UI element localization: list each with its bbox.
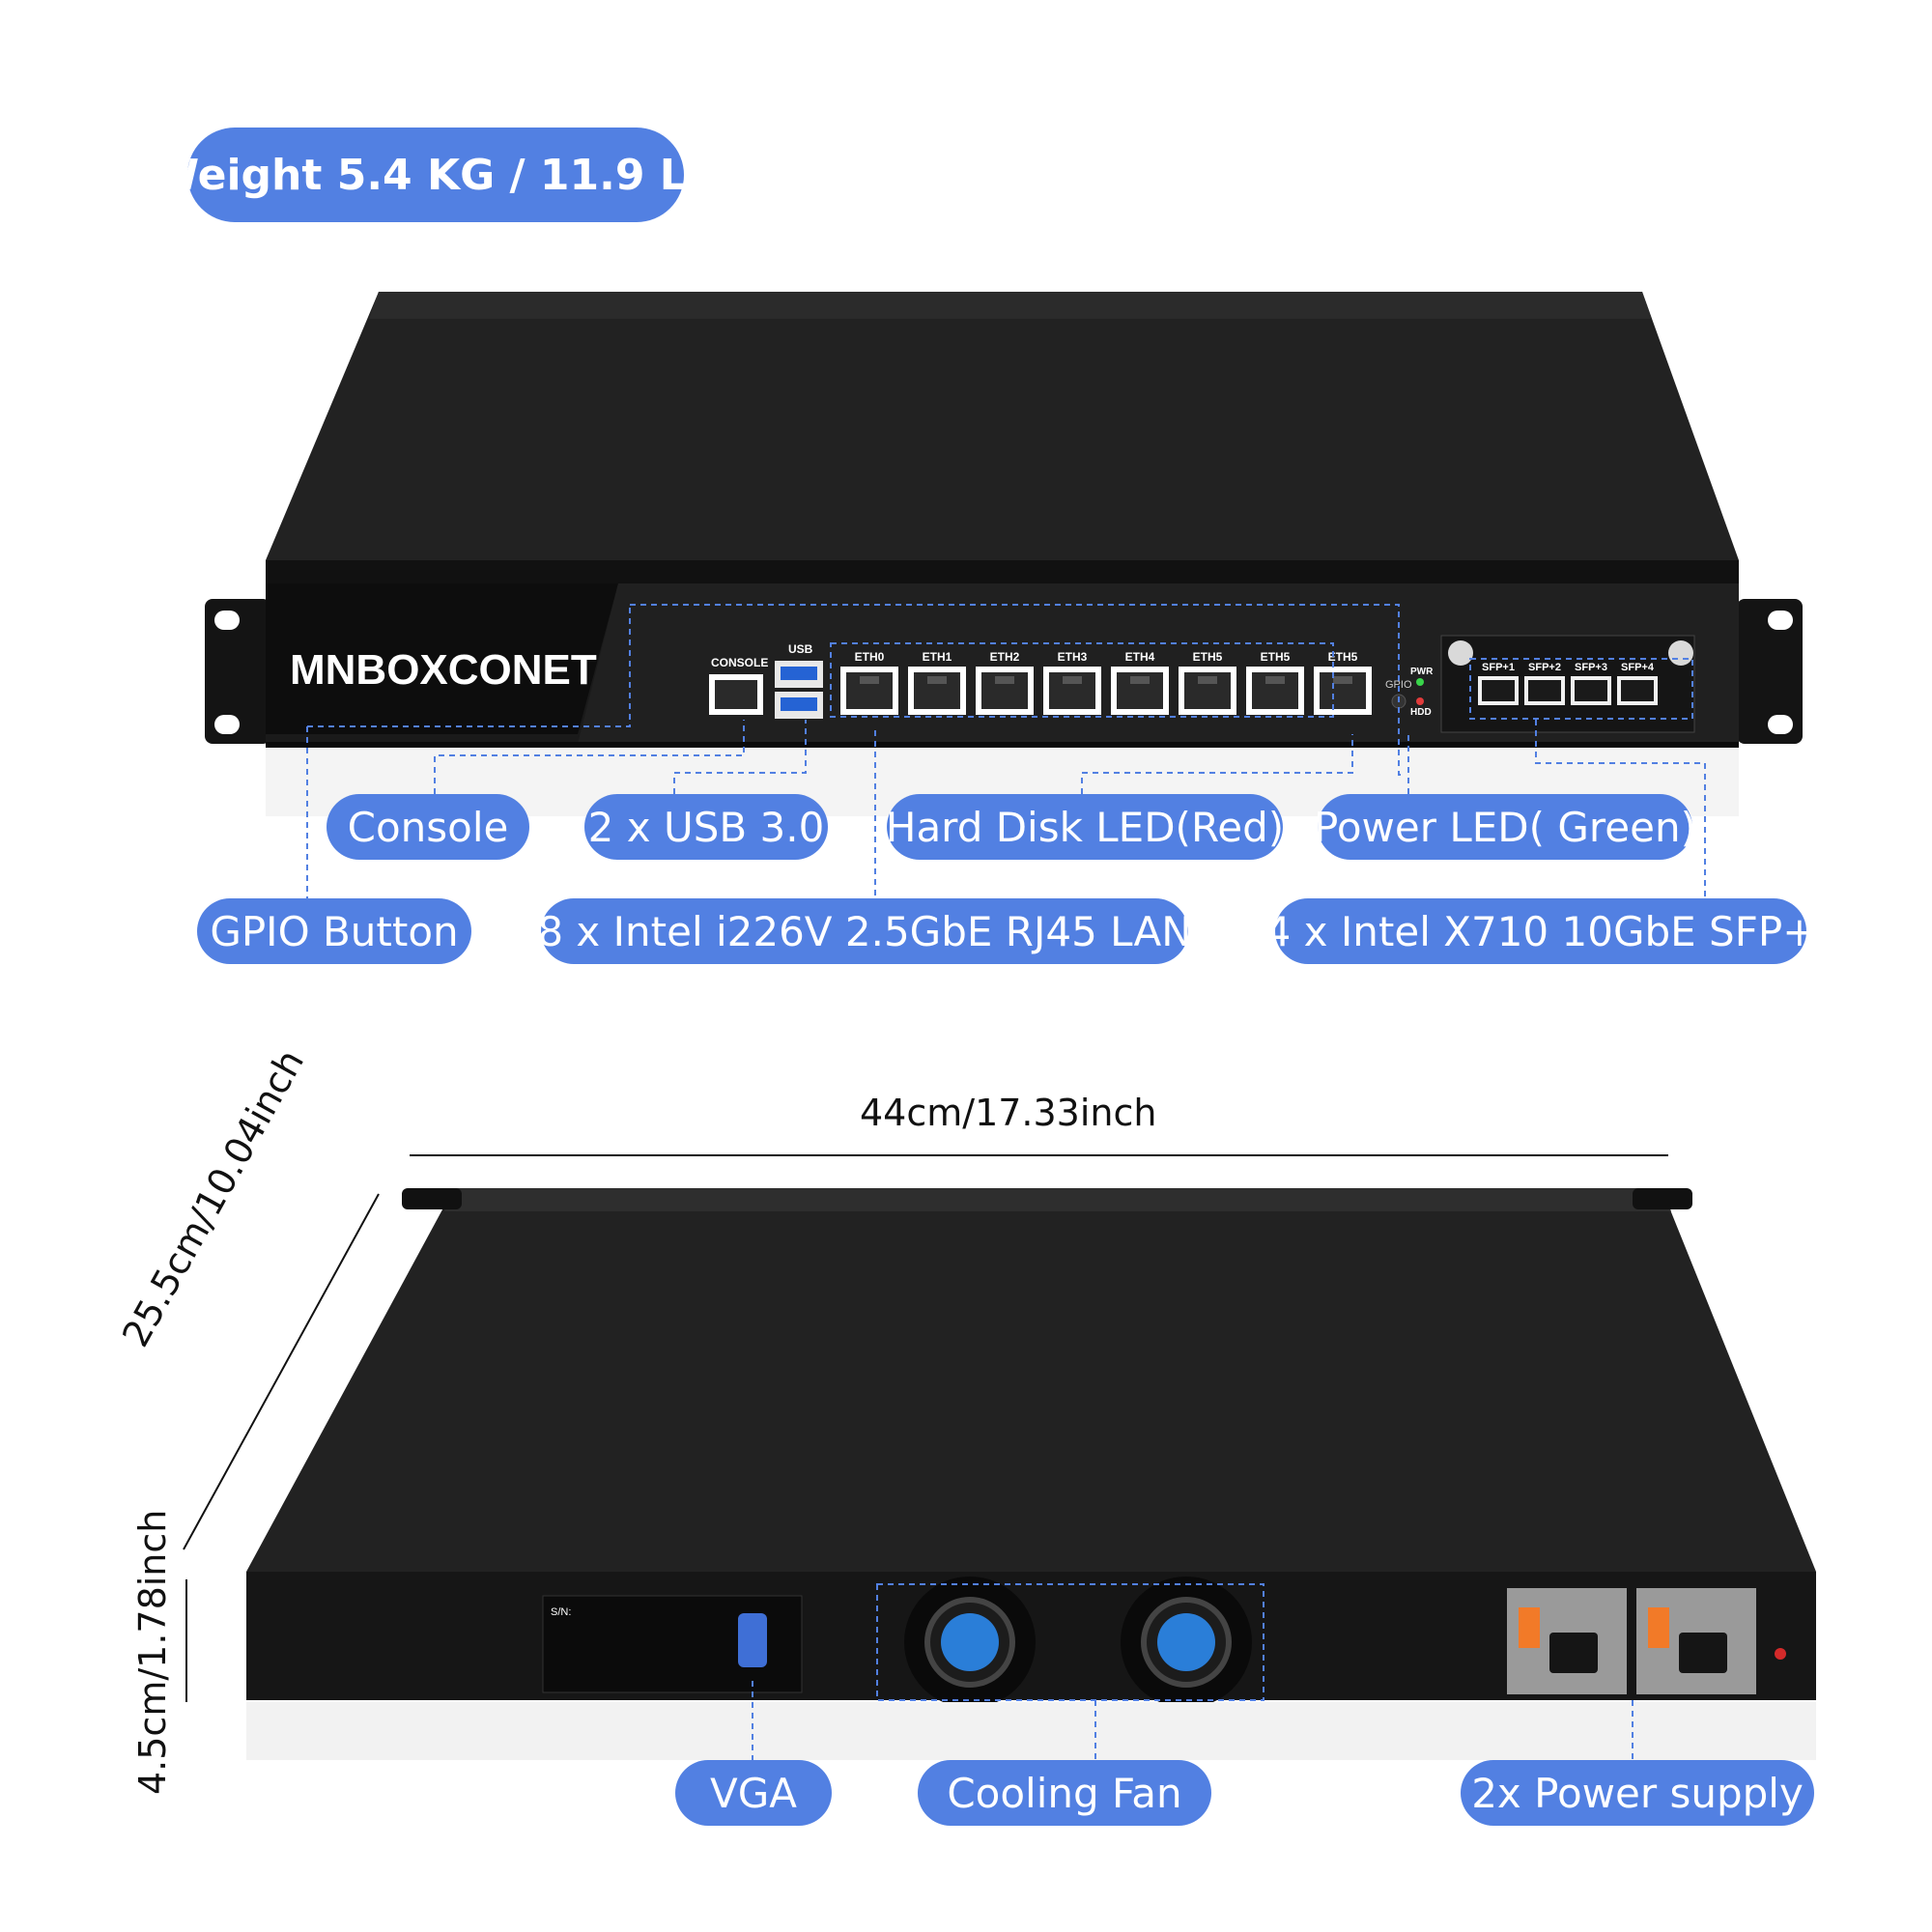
- gpio-button-label: GPIO Button: [197, 898, 471, 964]
- eth-port-3: ETH3: [1043, 650, 1101, 715]
- eth-port-label: ETH5: [1261, 650, 1291, 664]
- sfp-port-0: SFP+1: [1478, 662, 1519, 705]
- eth-port-5: ETH5: [1179, 650, 1236, 715]
- left-rack-ear: [205, 599, 270, 744]
- sfp-port-1: SFP+2: [1524, 662, 1565, 705]
- cooling-fan-right: [1121, 1577, 1252, 1708]
- sfp-port-label: SFP+1: [1482, 662, 1515, 673]
- lan-label: 8 x Intel i226V 2.5GbE RJ45 LAN: [537, 898, 1192, 964]
- power-led: [1416, 678, 1424, 686]
- sfp-port-label: SFP+3: [1575, 662, 1607, 673]
- eth-port-label: ETH5: [1193, 650, 1223, 664]
- rear-device: [246, 1188, 1816, 1766]
- console-port-label: CONSOLE: [711, 656, 768, 669]
- sfp-label: 4 x Intel X710 10GbE SFP+: [1265, 898, 1816, 964]
- cooling-fan-label: Cooling Fan: [918, 1760, 1211, 1826]
- gpio-label: GPIO: [1385, 679, 1412, 691]
- sfp-port-2: SFP+3: [1571, 662, 1611, 705]
- console-label: Console: [327, 794, 529, 860]
- sfp-ports: SFP+1 SFP+2 SFP+3 SFP+4: [1478, 662, 1658, 705]
- rear-ear-left: [402, 1188, 462, 1209]
- sfp-port-label: SFP+4: [1621, 662, 1655, 673]
- pwr-label: PWR: [1410, 667, 1434, 677]
- eth-port-label: ETH2: [990, 650, 1020, 664]
- eth-port-4: ETH4: [1111, 650, 1169, 715]
- usb-port-label: USB: [788, 642, 813, 656]
- power-supply-1: [1507, 1588, 1627, 1694]
- rear-ear-right: [1633, 1188, 1692, 1209]
- power-supply-2: [1636, 1588, 1756, 1694]
- width-dimension: 44cm/17.33inch: [860, 1092, 1157, 1134]
- hdd-label: HDD: [1410, 707, 1432, 718]
- vga-label: VGA: [675, 1760, 832, 1826]
- eth-port-1: ETH1: [908, 650, 966, 715]
- right-rack-ear: [1737, 599, 1803, 744]
- eth-port-7: ETH5: [1314, 650, 1372, 715]
- power-led-label: Power LED( Green): [1314, 794, 1696, 860]
- eth-port-label: ETH1: [923, 650, 952, 664]
- eth-ports: ETH0 ETH1 ETH2 ETH3 ETH4 ETH5 ETH5 ETH5: [840, 650, 1372, 715]
- sfp-port-3: SFP+4: [1617, 662, 1658, 705]
- hard-disk-led-label: Hard Disk LED(Red): [886, 794, 1284, 860]
- eth-port-label: ETH4: [1125, 650, 1155, 664]
- brand-logo: MNBOXCONET: [290, 646, 597, 694]
- usb-label: 2 x USB 3.0: [584, 794, 828, 860]
- eth-port-label: ETH0: [855, 650, 885, 664]
- hdd-led: [1416, 697, 1424, 705]
- sfp-port-label: SFP+2: [1528, 662, 1561, 673]
- serial-number-label: S/N:: [551, 1606, 571, 1618]
- rear-reflection: [246, 1702, 1816, 1760]
- eth-port-label: ETH3: [1058, 650, 1088, 664]
- weight-badge: Weight 5.4 KG / 11.9 LB: [153, 128, 719, 222]
- power-supply-label: 2x Power supply: [1461, 1760, 1814, 1826]
- dimension-lines: [183, 1154, 1668, 1702]
- eth-port-0: ETH0: [840, 650, 898, 715]
- vga-port: [738, 1613, 767, 1667]
- cooling-fan-left: [904, 1577, 1036, 1708]
- eth-port-2: ETH2: [976, 650, 1034, 715]
- eth-port-6: ETH5: [1246, 650, 1304, 715]
- height-dimension: 4.5cm/1.78inch: [131, 1509, 174, 1795]
- eth-port-label: ETH5: [1328, 650, 1358, 664]
